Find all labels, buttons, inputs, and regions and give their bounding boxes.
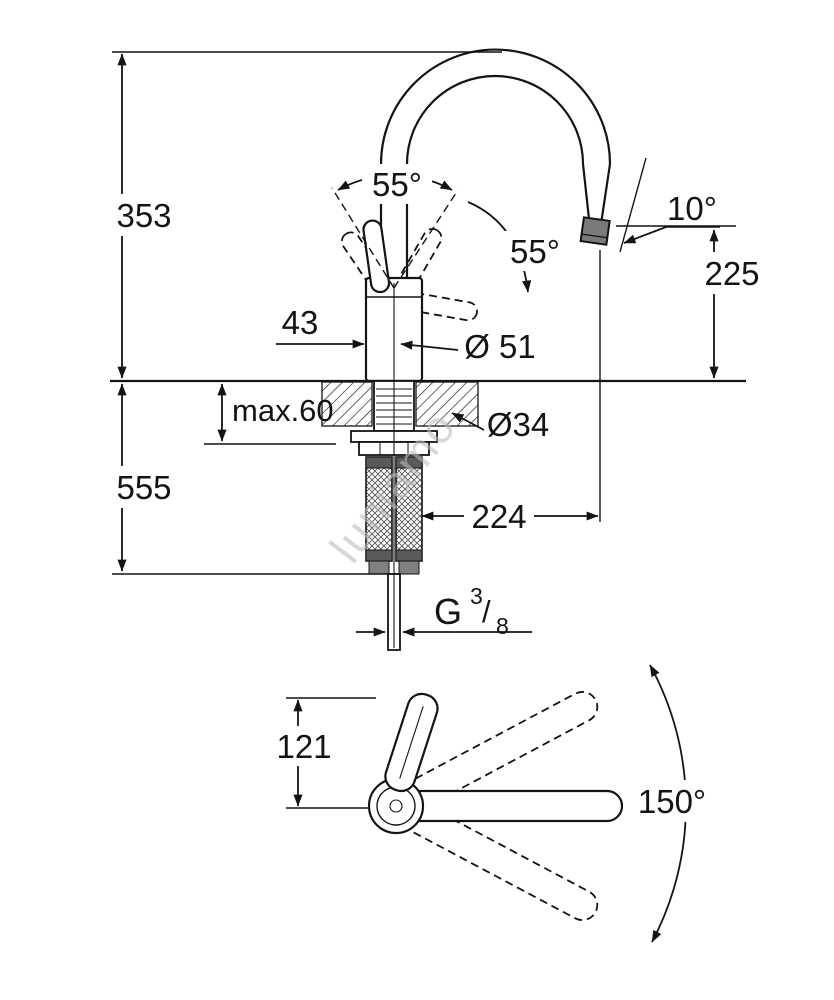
label-bg [110, 194, 178, 236]
label-bg [110, 466, 178, 508]
leader-arrow-10 [623, 226, 667, 244]
lever-swing-line-right [393, 189, 459, 289]
dim-label-max60: max.60 [232, 393, 334, 428]
counter-hatch-right [415, 381, 479, 427]
spout-tip-inner [581, 163, 591, 220]
lever-dashed-horizontal [400, 291, 478, 322]
label-bg [500, 231, 570, 271]
thread-label-g: G [434, 591, 462, 632]
dim-label-dia34: Ø34 [487, 406, 549, 443]
angle-label-150: 150° [638, 783, 706, 820]
spout-outer-arc [379, 48, 612, 165]
dim-label-224: 224 [471, 498, 526, 535]
counter-hatch-left [321, 381, 373, 427]
thread-label-numerator: 3 [470, 583, 483, 609]
dim-label-225: 225 [704, 255, 759, 292]
hose-crimp [395, 549, 423, 562]
spout-top-view [396, 789, 624, 823]
dim-label-353: 353 [116, 197, 171, 234]
dim-label-555: 555 [116, 469, 171, 506]
hose-connector [368, 560, 390, 575]
lever-swing-line-left [331, 187, 395, 289]
leader-line-51 [400, 340, 459, 351]
label-bg [464, 496, 534, 536]
leader-line-34 [451, 412, 485, 431]
label-bg [272, 726, 338, 766]
spout-inner-arc [405, 74, 585, 165]
spout-tip-outer [599, 163, 612, 225]
label-bg [698, 252, 766, 294]
label-bg [630, 780, 714, 822]
faucet-top-view [367, 691, 624, 921]
label-bg [362, 164, 432, 204]
angle-label-55-left: 55° [372, 166, 422, 203]
angle-label-55-right: 55° [510, 233, 560, 270]
body-center-detail [389, 799, 403, 813]
hose-crimp [395, 456, 423, 469]
dim-label-dia51: Ø 51 [464, 328, 536, 365]
faucet-side-view [110, 48, 746, 651]
hose-connector [398, 560, 420, 575]
dim-label-121: 121 [276, 728, 331, 765]
aerator-nozzle [579, 216, 611, 246]
angle-label-10: 10° [667, 190, 717, 227]
angle-ref-line-10 [619, 157, 647, 253]
thread-label-denominator: 8 [496, 613, 509, 639]
handle-top-view [384, 692, 439, 793]
lever-solid [362, 219, 391, 294]
hose-crimp [365, 456, 393, 469]
thread-label-slash: / [482, 594, 491, 629]
dim-label-43: 43 [282, 304, 319, 341]
dimension-labels: 353 555 225 10° 55° 55° 43 Ø 51 max.60 Ø… [110, 164, 766, 822]
